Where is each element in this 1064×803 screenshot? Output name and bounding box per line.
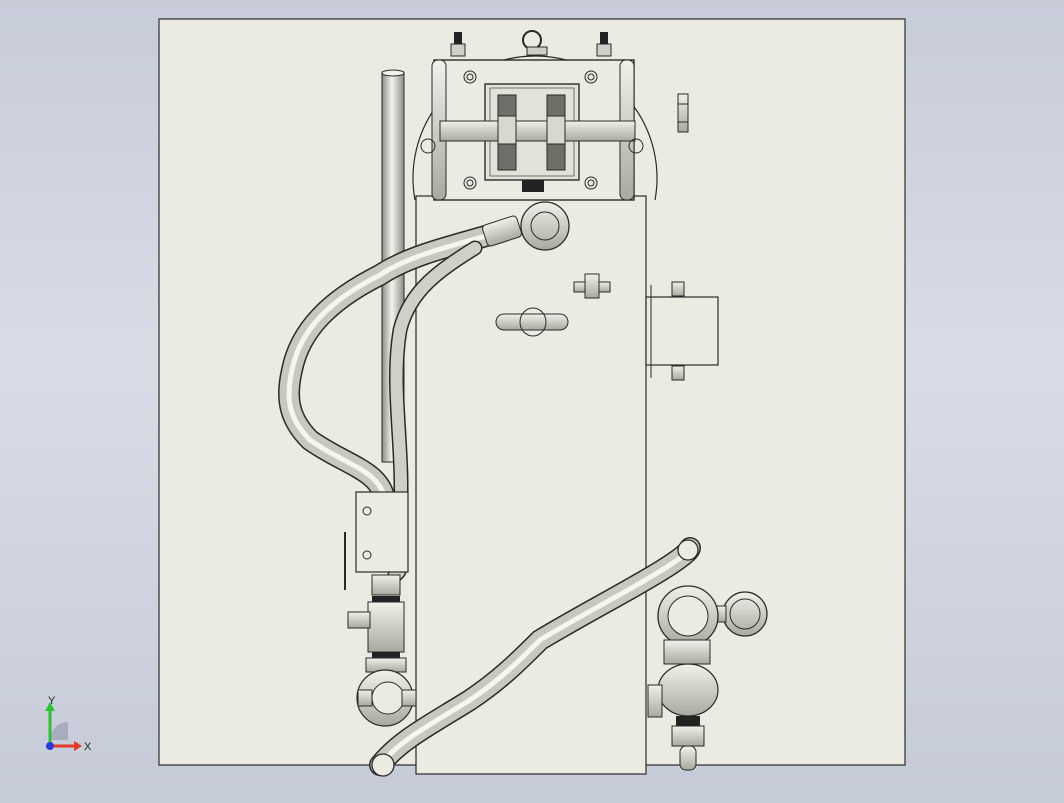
main-cabinet	[415, 195, 647, 775]
right-valve-assembly	[647, 585, 768, 771]
y-axis-label: Y	[48, 696, 56, 707]
fittings	[495, 93, 689, 381]
z-axis-icon	[50, 722, 68, 740]
motor-housing	[420, 30, 644, 201]
origin-dot	[46, 742, 54, 750]
lower-hose	[369, 537, 701, 777]
left-valve-assembly	[344, 491, 417, 727]
x-axis-label: X	[84, 741, 92, 753]
axis-triad: Y X	[45, 696, 92, 753]
upper-hose	[278, 221, 511, 583]
outlet-elbow	[482, 201, 570, 251]
side-box	[645, 296, 719, 366]
